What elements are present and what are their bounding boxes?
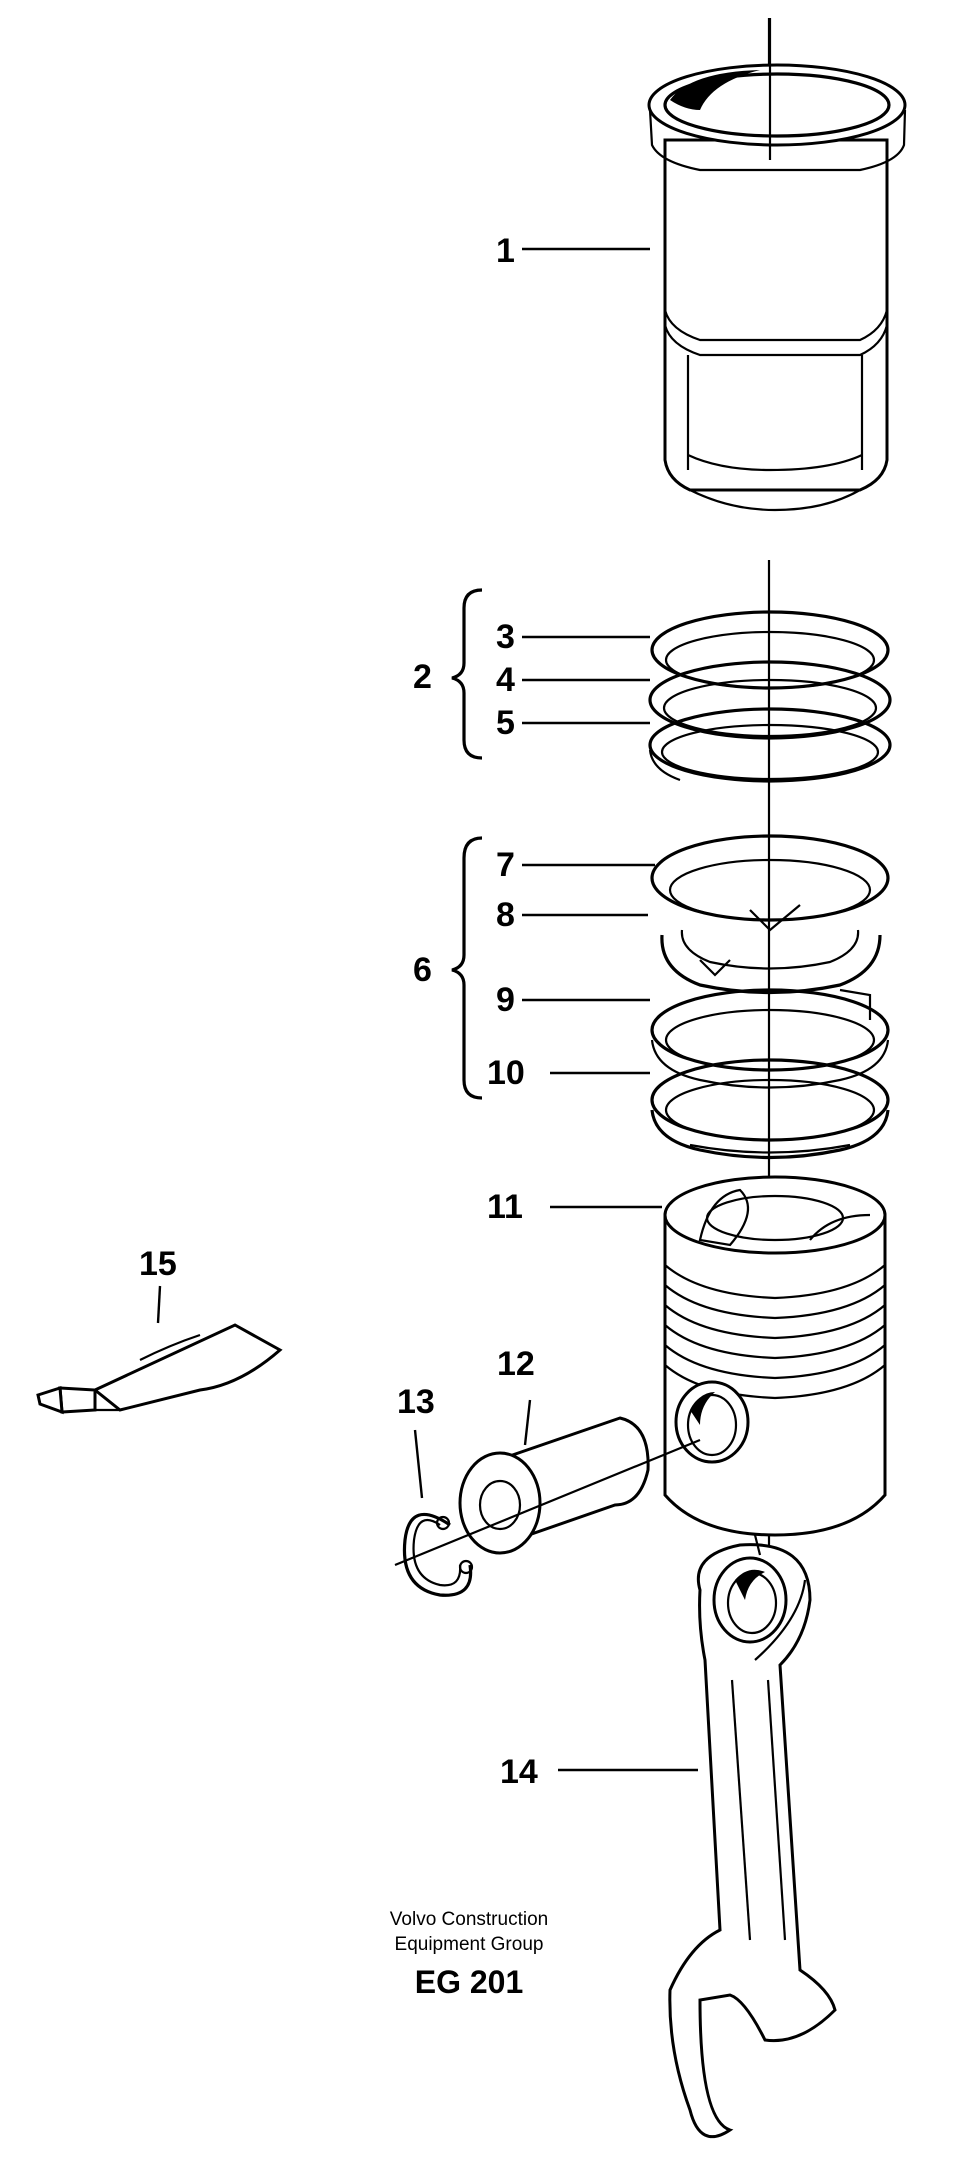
callout-1: 1 xyxy=(496,232,515,270)
footer-code: EG 201 xyxy=(415,1964,524,2000)
callout-11: 11 xyxy=(487,1188,523,1226)
ring-set-upper xyxy=(648,610,892,783)
piston xyxy=(663,1175,887,1537)
callout-14: 14 xyxy=(500,1753,538,1791)
callout-10: 10 xyxy=(487,1054,525,1092)
footer-line1: Volvo Construction xyxy=(390,1909,548,1930)
callout-8: 8 xyxy=(496,896,515,934)
braces xyxy=(451,588,483,1100)
callout-3: 3 xyxy=(496,618,515,656)
footer-line2: Equipment Group xyxy=(395,1934,544,1955)
circlip xyxy=(402,1513,474,1597)
callout-5: 5 xyxy=(496,704,515,742)
connecting-rod xyxy=(668,1534,837,2139)
footer-caption: Volvo Construction Equipment Group EG 20… xyxy=(390,1909,548,2000)
callout-6: 6 xyxy=(413,951,432,989)
callout-15: 15 xyxy=(139,1245,177,1283)
callout-4: 4 xyxy=(496,661,515,699)
callout-13: 13 xyxy=(397,1383,435,1421)
piston-pin xyxy=(394,1416,701,1567)
callout-9: 9 xyxy=(496,981,515,1019)
callout-12: 12 xyxy=(497,1345,535,1383)
callout-7: 7 xyxy=(496,846,515,884)
sealant-tube xyxy=(36,1323,283,1415)
ring-set-lower xyxy=(650,834,890,1160)
cylinder-liner xyxy=(647,18,907,512)
leader-lines xyxy=(156,247,698,1772)
callout-2: 2 xyxy=(413,658,432,696)
callout-labels: 1 2 3 4 5 6 7 8 9 10 11 12 13 14 15 xyxy=(139,232,538,1791)
